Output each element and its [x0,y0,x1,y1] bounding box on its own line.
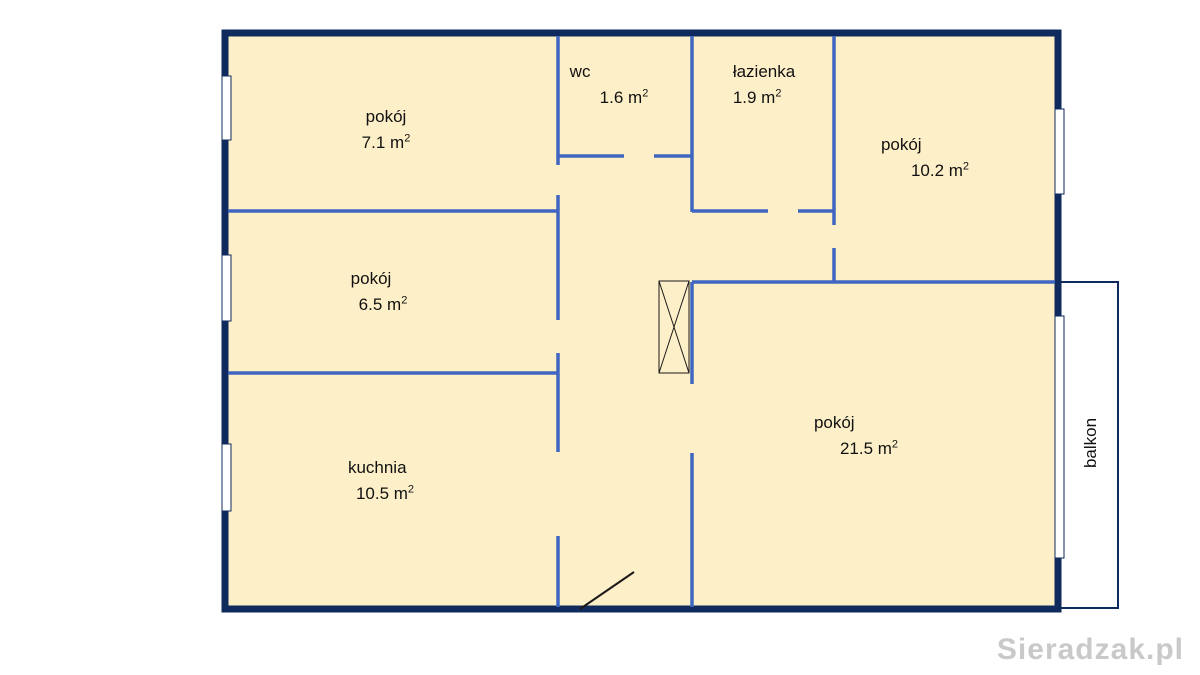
room-label-bathroom: łazienka 1.9 m2 [733,59,795,111]
room-name: łazienka [732,62,796,81]
room-area: 1.9 m2 [732,87,782,107]
interior-walls [228,36,1055,607]
room-label-nw: pokój 7.1 m2 [362,104,411,156]
window [221,75,232,141]
room-label-kitchen: kuchnia 10.5 m2 [348,455,415,507]
room-label-living: pokój 21.5 m2 [814,410,899,462]
room-name: pokój [350,269,392,288]
watermark-logo: Sieradzak.pl [996,633,1184,666]
room-name: pokój [365,107,407,126]
room-area: 10.2 m2 [910,160,970,180]
room-name: kuchnia [347,458,407,477]
room-label-ne: pokój 10.2 m2 [881,132,970,184]
floor-area [225,33,1058,609]
room-name: pokój [813,413,855,432]
window [221,443,232,512]
room-area: 10.5 m2 [355,483,415,503]
room-name: wc [569,62,591,81]
room-label-wc: wc 1.6 m2 [570,59,649,111]
room-area: 1.6 m2 [599,87,649,107]
room-area: 21.5 m2 [839,438,899,458]
window [221,254,232,322]
ventilation-shaft [658,280,690,374]
room-area: 6.5 m2 [358,294,408,314]
balcony-label: balkon [1081,417,1100,469]
room-area: 7.1 m2 [361,132,411,152]
window [1054,108,1065,195]
room-label-w: pokój 6.5 m2 [351,266,408,318]
balcony-door [1054,315,1065,559]
room-name: pokój [880,135,922,154]
entrance-door [579,571,635,610]
balcony-outline [1058,281,1119,609]
